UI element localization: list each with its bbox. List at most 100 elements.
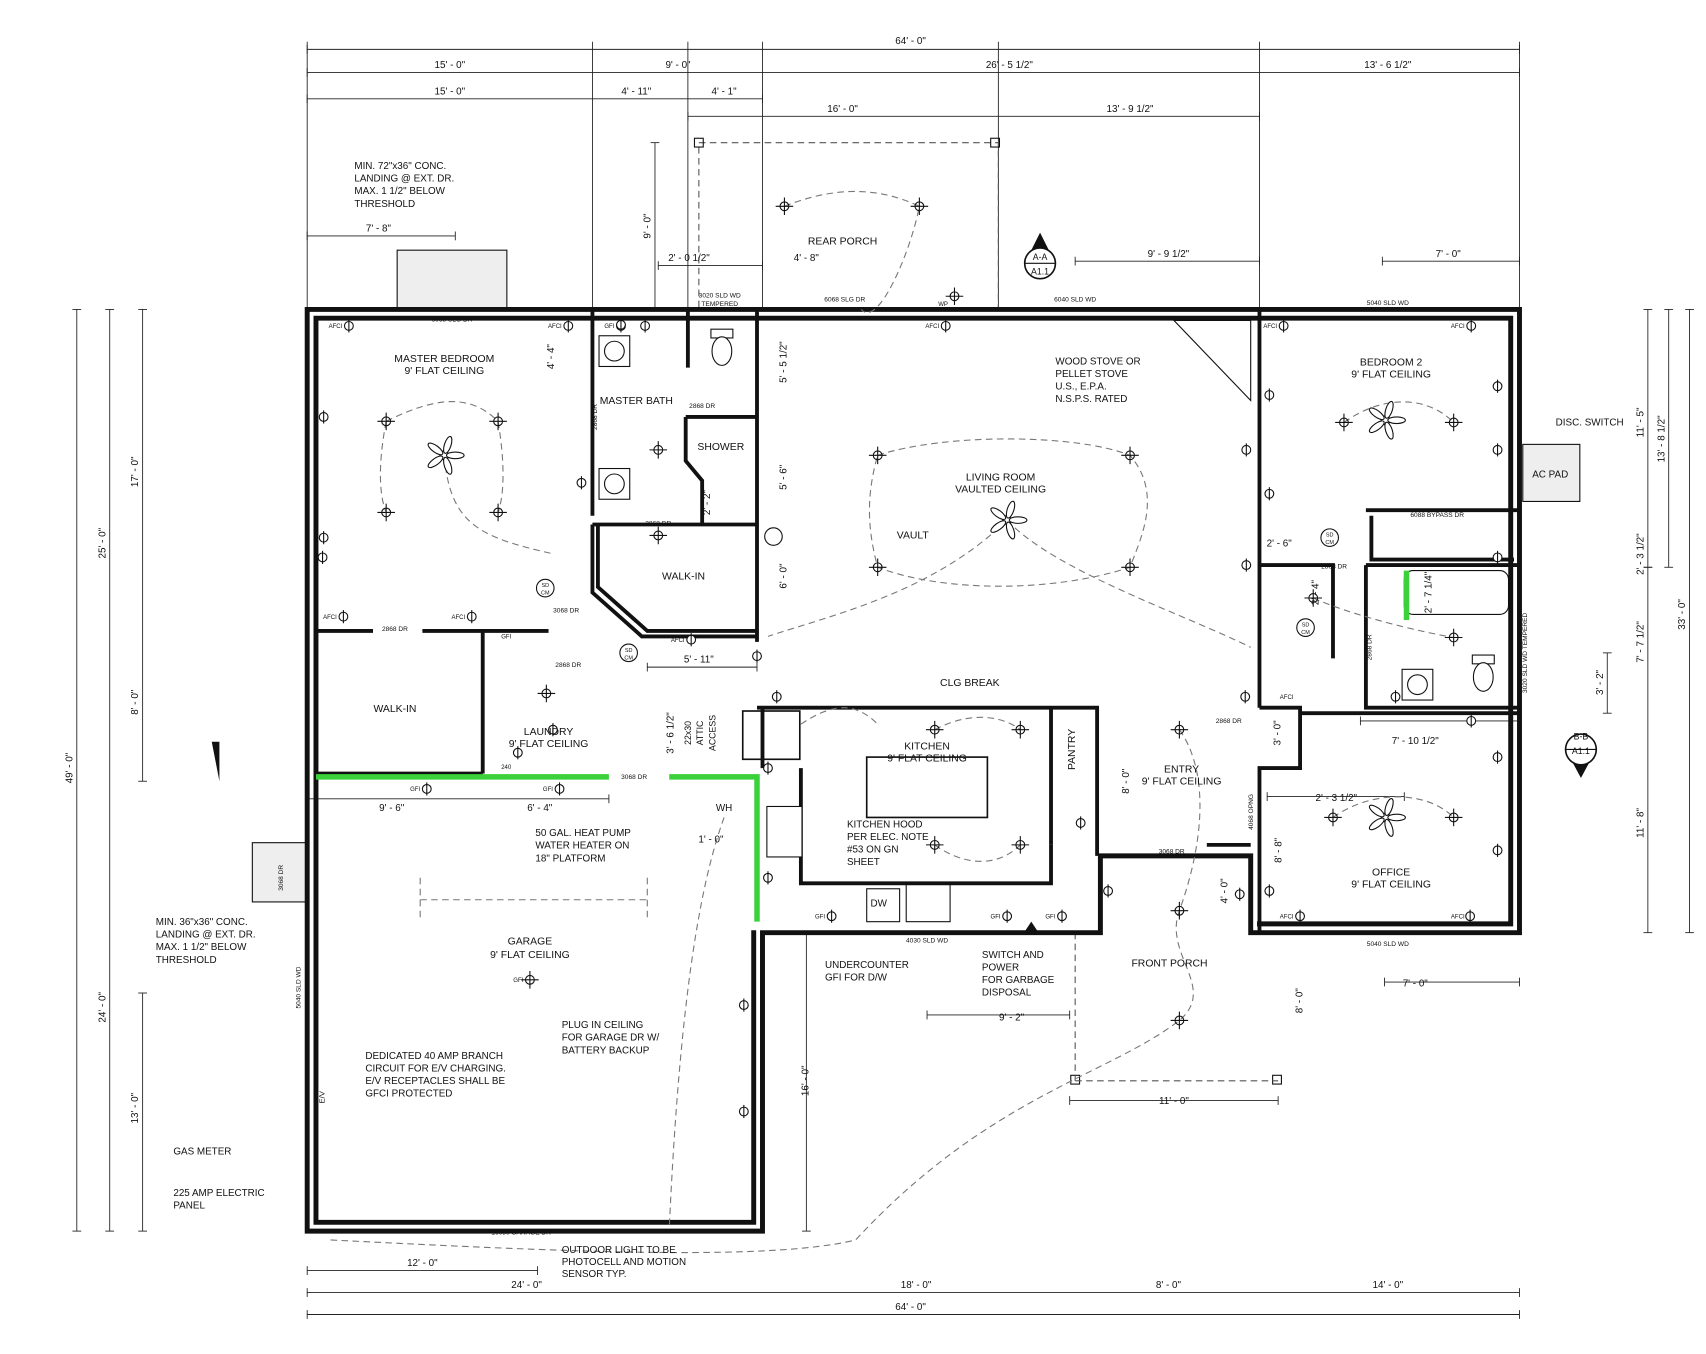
notes-wood-stove-3-label: N.S.P.S. RATED: [1055, 394, 1127, 405]
dimensions-i11-label: 2' - 6": [1267, 538, 1293, 549]
notes-water-heater-2-label: 18" PLATFORM: [535, 853, 605, 864]
dimensions-l-overall-label: 49' - 0": [64, 752, 75, 783]
ceiling-light-icon: [1304, 589, 1323, 607]
dimensions-t1-label: 15' - 0": [435, 60, 466, 71]
receptacle-icon: [771, 690, 782, 704]
dimensions-l3-label: 8' - 0": [130, 689, 141, 715]
receptacle-icon: [763, 871, 773, 885]
dimensions-i5-label: 2' - 2": [702, 489, 713, 515]
dimensions-r4-label: 7' - 7 1/2": [1635, 621, 1646, 663]
front-porch-posts: [1070, 932, 1282, 1085]
doors-d1-label: 6068 SLG DR: [432, 316, 473, 323]
dimensions-r-overall-label: 33' - 0": [1677, 599, 1688, 630]
ceiling-light-icon: [649, 526, 668, 545]
notes-ev-circuit-0-label: DEDICATED 40 AMP BRANCH: [365, 1051, 503, 1062]
dimensions-b2-label: 24' - 0": [511, 1280, 542, 1291]
rooms-master-bath-0-label: MASTER BATH: [600, 396, 673, 407]
notes-side-landing-1-label: LANDING @ EXT. DR.: [156, 930, 256, 941]
dimensions-t11-label: 4' - 8": [794, 253, 820, 264]
receptacle-icon: [317, 550, 328, 564]
outlet-tag: GFI: [543, 787, 553, 793]
doors-d2a-label: 3020 SLD WD: [699, 292, 741, 299]
rooms-attic-2-label: ACCESS: [707, 715, 717, 751]
notes-undercounter-0-label: UNDERCOUNTER: [825, 960, 909, 971]
rooms-master-bedroom-1-label: 9' FLAT CEILING: [404, 366, 484, 377]
receptacle-icon: [1466, 319, 1477, 333]
dimensions-t2-label: 9' - 0": [665, 60, 691, 71]
notes-plug-ceiling-0-label: PLUG IN CEILING: [562, 1020, 644, 1031]
post-icon: [693, 137, 704, 148]
outlet-tag: GFI: [513, 978, 523, 984]
notes-kitchen-hood-1-label: PER ELEC. NOTE: [847, 832, 929, 843]
rooms-garage-1-label: 9' FLAT CEILING: [490, 950, 570, 961]
receptacle-icon: [466, 610, 477, 624]
ceiling-light-icon: [775, 197, 794, 216]
outlet-tag: AFCI: [329, 324, 343, 330]
doors-d15-label: 3068 DR: [1159, 849, 1185, 856]
rooms-front-porch-0-label: FRONT PORCH: [1131, 959, 1207, 970]
rooms-dishwasher-0-label: DW: [871, 898, 888, 909]
ceiling-light-icon: [1170, 901, 1189, 920]
rooms-entry-0-label: ENTRY: [1164, 764, 1199, 775]
dimensions-i13-label: 2' - 7 1/4": [1424, 571, 1435, 613]
receptacle-icon: [1278, 319, 1289, 333]
outlet-tag: AFCI: [1451, 324, 1465, 330]
ceiling-light-icon: [868, 446, 887, 465]
ceiling-fan-icon: [990, 500, 1028, 540]
rooms-master-bedroom-0-label: MASTER BEDROOM: [394, 354, 494, 365]
dimensions-t9-label: 13' - 9 1/2": [1106, 104, 1154, 115]
dimensions-i15-label: 8' - 0": [1121, 768, 1132, 794]
dishwasher: [866, 888, 901, 923]
rooms-bedroom2-1-label: 9' FLAT CEILING: [1351, 369, 1431, 380]
outlet-tag: GFI: [410, 787, 420, 793]
receptacle-icon: [1240, 690, 1251, 704]
receptacle-icon: [563, 319, 574, 333]
notes-kitchen-hood-2-label: #53 ON GN: [847, 845, 899, 856]
notes-ev-circuit-2-label: E/V RECEPTACLES SHALL BE: [365, 1076, 505, 1087]
dimensions-i9-label: 6' - 4": [527, 803, 553, 814]
dimensions-t10-label: 2' - 0 1/2": [668, 253, 710, 264]
notes-switch-power-2-label: FOR GARBAGE: [982, 975, 1055, 986]
outlet-tag: AFCI: [671, 638, 685, 644]
sections-b-0-label: B-B: [1574, 732, 1589, 742]
labels: 64' - 0"15' - 0"9' - 0"26' - 5 1/2"13' -…: [64, 36, 1688, 1313]
cooktop-icon: [766, 805, 803, 858]
ceiling-light-icon: [1444, 413, 1463, 432]
receptacle-icon: [616, 318, 626, 332]
receptacle-icon: [421, 782, 432, 796]
dimensions-t3-label: 26' - 5 1/2": [986, 60, 1034, 71]
doors-d16-label: 4030 SLD WD: [906, 938, 948, 945]
receptacle-icon: [1465, 909, 1476, 923]
dimensions-i23-label: 11' - 0": [1159, 1096, 1189, 1107]
ceiling-light-icon: [649, 441, 668, 459]
rooms-walk-in-left-0-label: WALK-IN: [373, 704, 416, 715]
notes-rear-landing-0-label: MIN. 72"x36" CONC.: [354, 161, 446, 172]
doors-d22-label: 3020 SLD WD TEMPERED: [1522, 612, 1529, 693]
ceiling-light-icon: [1444, 628, 1463, 647]
notes-water-heater-0-label: 50 GAL. HEAT PUMP: [535, 828, 631, 839]
ceiling-light-icon: [1121, 446, 1139, 465]
receptacle-icon: [763, 761, 773, 775]
rooms-disc-switch-0-label: DISC. SWITCH: [1556, 418, 1624, 429]
outlet-tag: GFI: [1045, 914, 1055, 920]
notes-electric-panel-0-label: 225 AMP ELECTRIC: [173, 1188, 264, 1199]
doors-d9-label: 2868 DR: [382, 626, 408, 633]
dimensions-t5-label: 15' - 0": [435, 86, 466, 97]
doors-d20-label: 5040 SLD WD: [296, 966, 303, 1008]
dimensions-i2-label: 5' - 5 1/2": [779, 341, 790, 383]
rooms-shower-0-label: SHOWER: [697, 442, 744, 453]
dimensions-i7-label: 3' - 6 1/2": [666, 712, 677, 754]
receptacle-icon: [1241, 558, 1252, 572]
dimensions-r6-label: 11' - 8": [1635, 808, 1646, 838]
dimensions-i16-label: 7' - 10 1/2": [1392, 736, 1440, 747]
wood-stove-icon: [1172, 319, 1252, 402]
dimensions-r5-label: 3' - 2": [1595, 669, 1606, 695]
notes-side-landing-0-label: MIN. 36"x36" CONC.: [156, 917, 248, 928]
doors-d21-label: 4068 OPNG: [1248, 794, 1255, 830]
receptacle-icon: [1390, 690, 1401, 704]
doors-d18-label: 16080 GARAGE DR: [491, 1229, 551, 1236]
notes-outdoor-light-2-label: SENSOR TYP.: [562, 1269, 627, 1280]
notes-plug-ceiling-1-label: FOR GARAGE DR W/: [562, 1033, 660, 1044]
section-marker-icon: [1023, 232, 1057, 280]
doors-d24-label: 2868 DR: [592, 404, 599, 430]
